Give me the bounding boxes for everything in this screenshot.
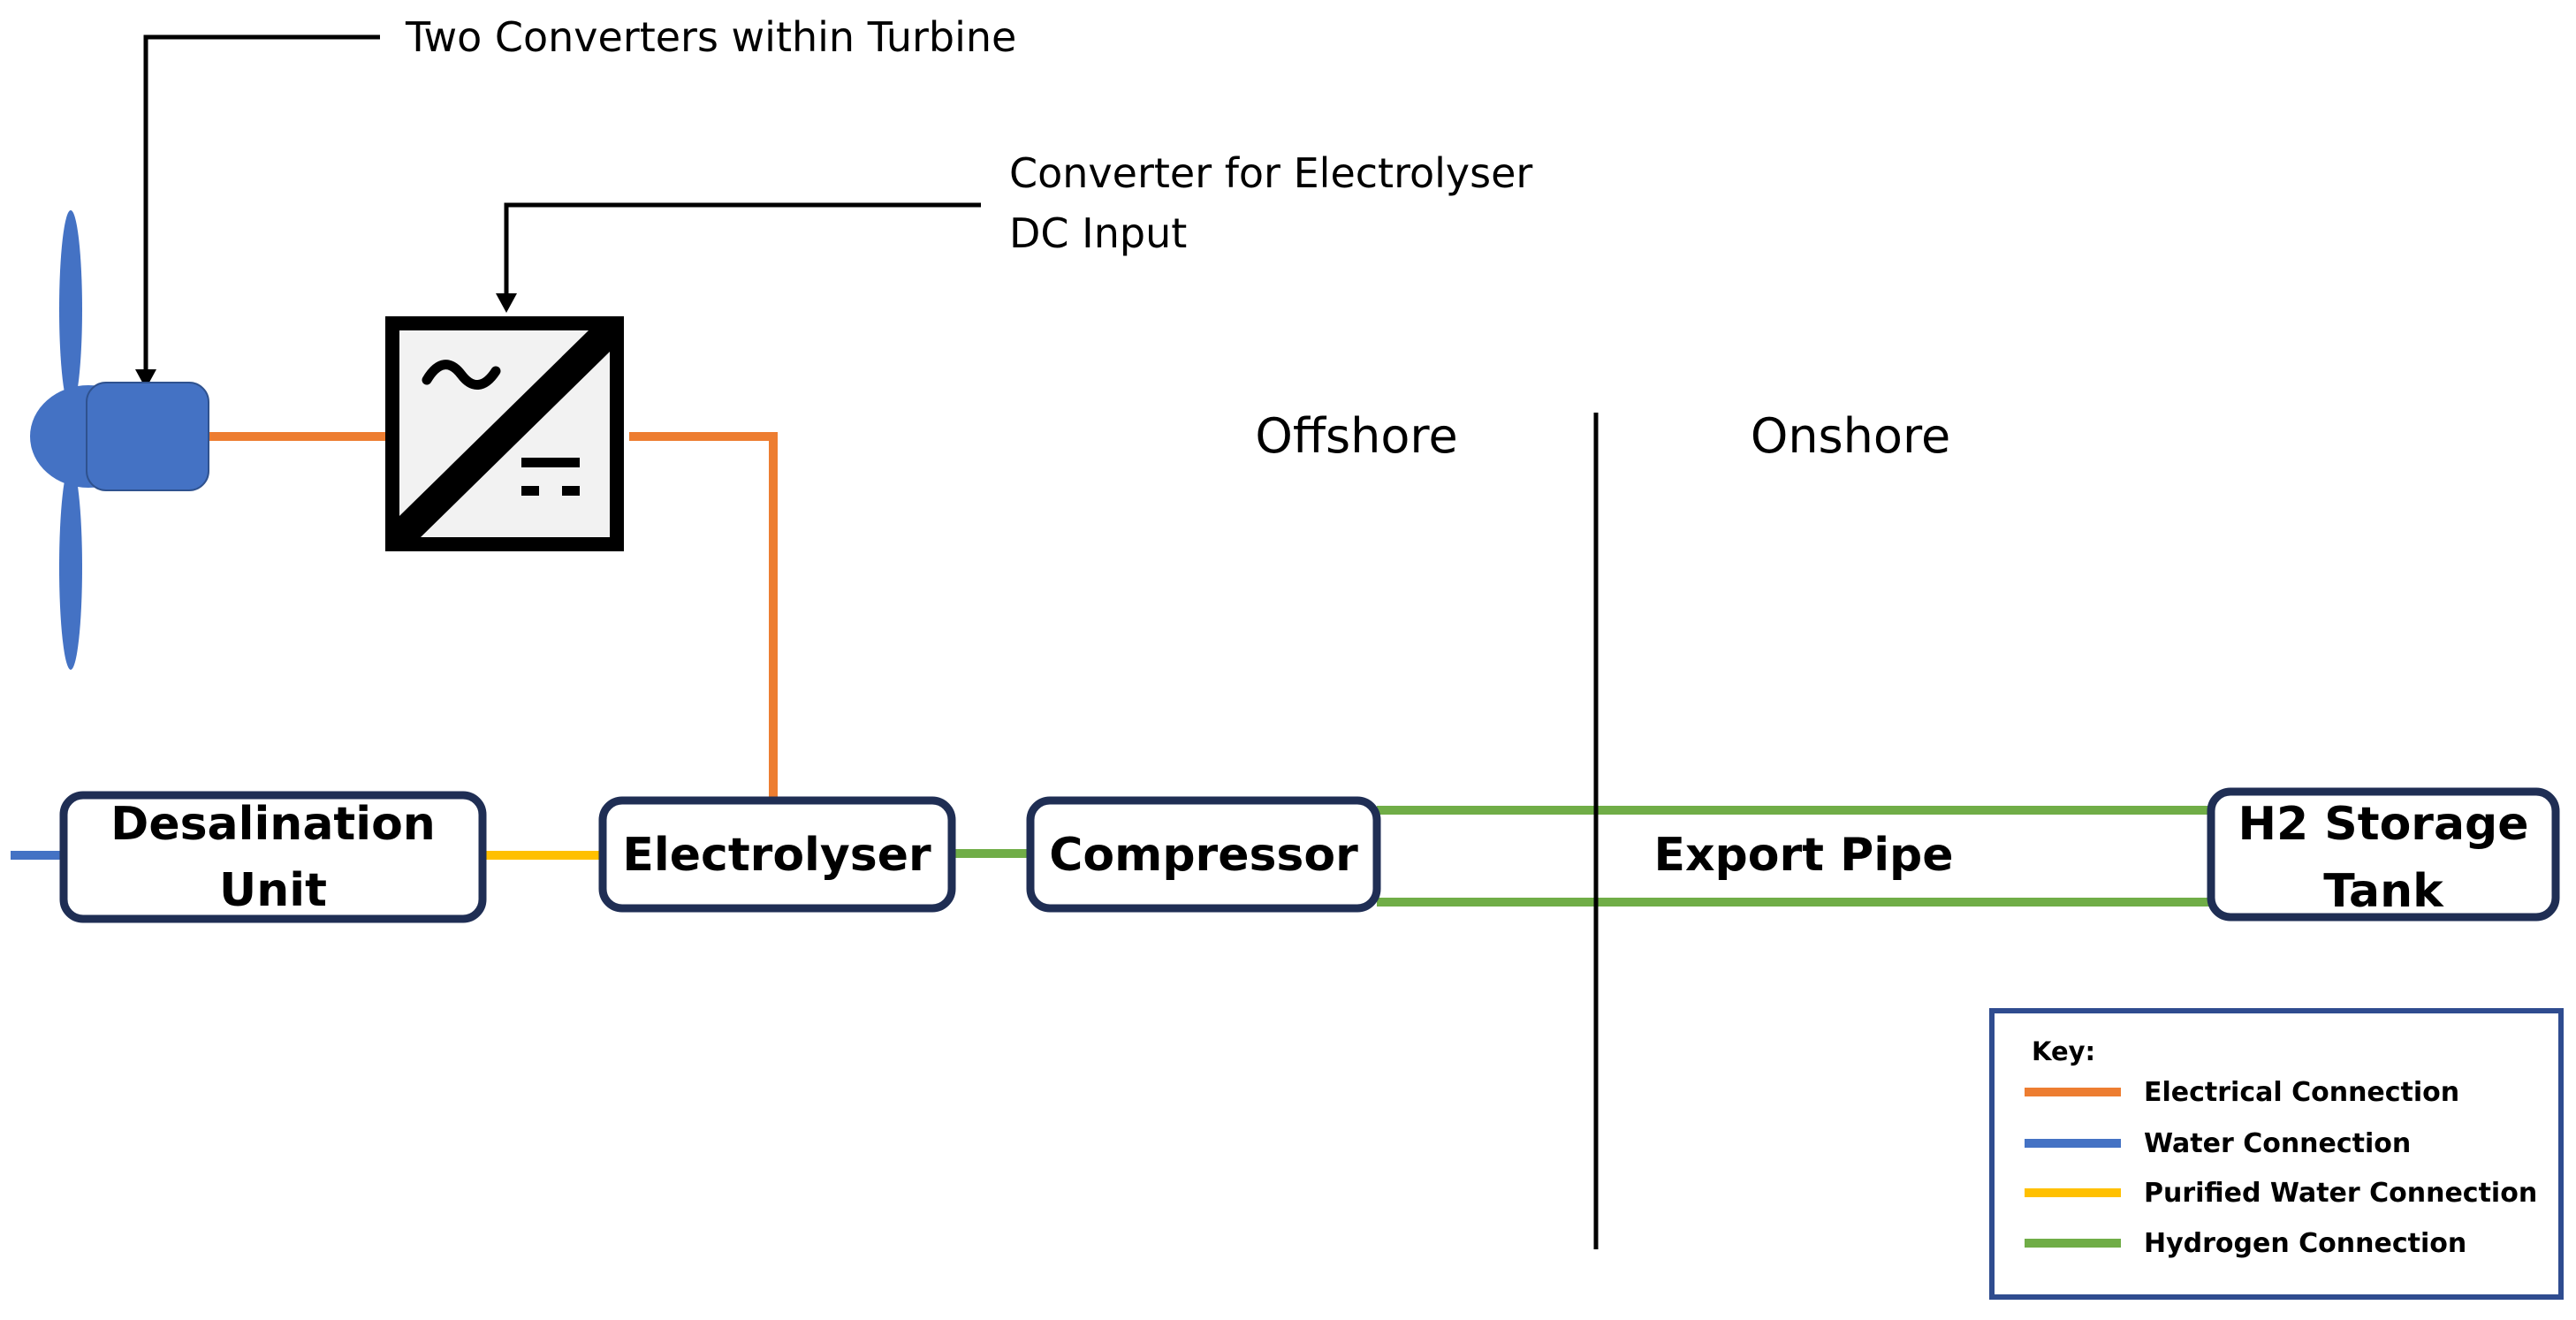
legend-label-hydrogen: Hydrogen Connection <box>2144 1228 2466 1259</box>
export-pipe-label: Export Pipe <box>1653 829 1953 882</box>
electrolyser-converter-annotation-line1: Converter for Electrolyser <box>1009 149 1532 197</box>
legend: Key: Electrical Connection Water Connect… <box>1989 1008 2564 1300</box>
turbine-annotation-leader <box>143 34 380 377</box>
electrical-connection-line <box>629 432 778 800</box>
electrolyser-label: Electrolyser <box>622 829 931 882</box>
legend-label-electrical: Electrical Connection <box>2144 1077 2459 1108</box>
onshore-label: Onshore <box>1751 408 1950 464</box>
desalination-unit-node: Desalination Unit <box>59 791 487 923</box>
legend-label-water: Water Connection <box>2144 1128 2411 1159</box>
storage-label-line2: Tank <box>2323 865 2444 918</box>
converter-annotation-arrowhead <box>496 293 517 313</box>
ac-dc-converter-icon <box>385 316 624 551</box>
h2-storage-tank-node: H2 Storage Tank <box>2207 787 2560 922</box>
converter-annotation-leader <box>504 202 981 300</box>
offshore-label: Offshore <box>1255 408 1457 464</box>
compressor-node: Compressor <box>1026 796 1381 913</box>
storage-label-line1: H2 Storage <box>2238 798 2528 851</box>
turbine-annotation-arrowhead <box>135 369 156 389</box>
compressor-label: Compressor <box>1049 829 1358 882</box>
desalination-label-line2: Unit <box>219 864 327 917</box>
turbine-converters-annotation: Two Converters within Turbine <box>405 13 1016 61</box>
electrolyser-node: Electrolyser <box>598 796 956 913</box>
electrolyser-converter-annotation-line2: DC Input <box>1009 209 1187 257</box>
desalination-label-line1: Desalination <box>110 798 436 851</box>
wind-turbine-icon <box>30 210 209 670</box>
legend-label-purified-water: Purified Water Connection <box>2144 1178 2537 1209</box>
legend-title: Key: <box>2032 1036 2095 1066</box>
